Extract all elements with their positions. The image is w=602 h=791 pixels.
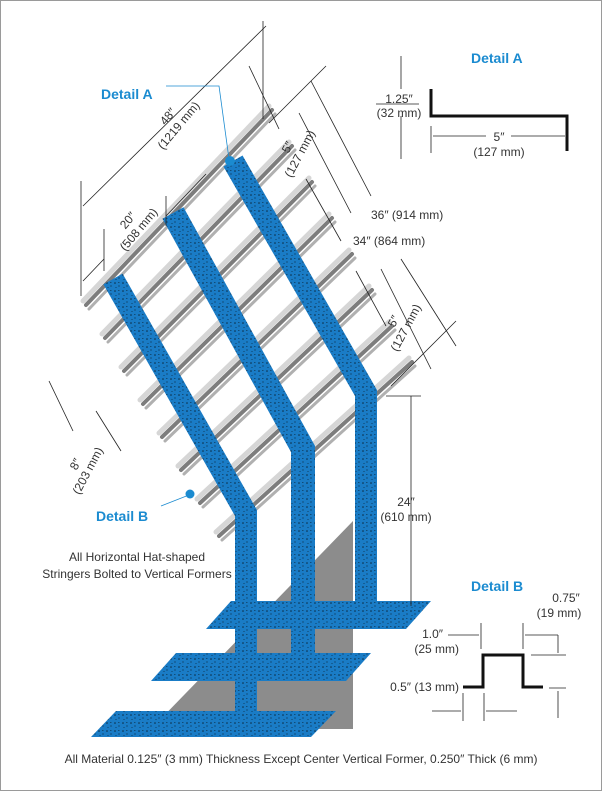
base-pad-center (151, 653, 371, 681)
vertical-formers (103, 155, 377, 729)
dim-36: 36″ (914 mm) (371, 208, 443, 222)
detail-b-height-mm: (19 mm) (537, 606, 582, 620)
stringer-note-line1: All Horizontal Hat-shaped (69, 550, 205, 564)
detail-b-height-in: 0.75″ (552, 591, 580, 605)
detail-a-callout: Detail A (101, 86, 153, 102)
detail-a-height-mm: (32 mm) (377, 106, 422, 120)
detail-b-top-width-mm: (25 mm) (414, 642, 459, 656)
dim-24-in: 24″ (397, 495, 415, 509)
dim-34: 34″ (864 mm) (353, 234, 425, 248)
detail-b-callout: Detail B (96, 508, 148, 524)
detail-b-leader (160, 494, 190, 507)
dim-8: 8″ (203 mm) (67, 445, 106, 497)
detail-a-width-in: 5″ (494, 130, 506, 144)
detail-a-profile: 1.25″ (32 mm) 5″ (127 mm) (376, 56, 569, 159)
base-pad-left (91, 711, 336, 737)
dimension-lines (48, 21, 457, 606)
detail-a-width-mm: (127 mm) (473, 145, 524, 159)
svg-text:(1219 mm): (1219 mm) (155, 99, 203, 152)
detail-b-marker (185, 489, 195, 499)
detail-a-leader (166, 85, 230, 160)
stringer-note-line2: Stringers Bolted to Vertical Formers (42, 567, 231, 581)
stringer (80, 103, 272, 304)
dim-5-lower: 5″ (127 mm) (385, 302, 424, 354)
detail-a-title: Detail A (471, 50, 523, 66)
dim-24-mm: (610 mm) (380, 510, 431, 524)
detail-b-profile: 1.0″ (25 mm) 0.75″ (19 mm) 0.5″ (13 mm) (390, 591, 581, 721)
dim-48: 48″ (1219 mm) (155, 99, 203, 152)
former-right (223, 155, 377, 613)
detail-b-flange: 0.5″ (13 mm) (390, 680, 459, 694)
detail-b-top-width-in: 1.0″ (422, 627, 444, 641)
footer-note: All Material 0.125″ (3 mm) Thickness Exc… (65, 752, 538, 766)
former-left (103, 273, 257, 729)
detail-a-marker (225, 156, 235, 166)
detail-b-title: Detail B (471, 578, 523, 594)
stringer (84, 108, 274, 307)
detail-a-height-in: 1.25″ (385, 92, 413, 106)
former-center (162, 207, 315, 669)
